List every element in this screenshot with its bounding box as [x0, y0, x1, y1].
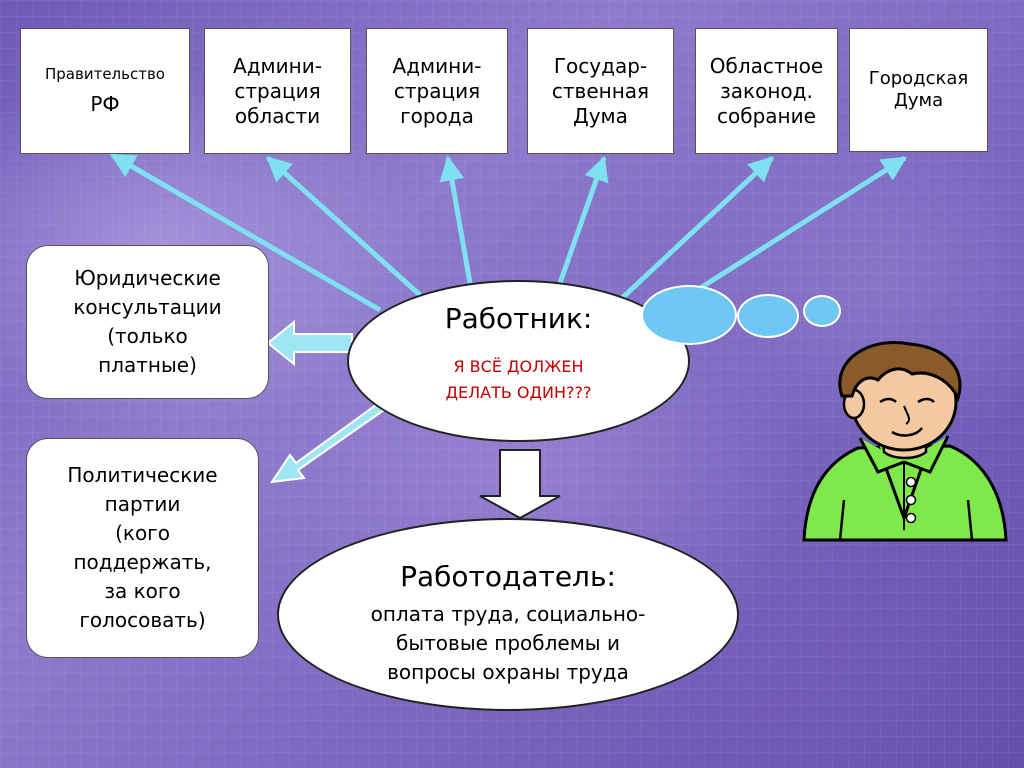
- arrow-to-regional-assembly: [618, 156, 774, 302]
- employer-ellipse: Работодатель: оплата труда, социально- б…: [277, 518, 739, 711]
- worker-ellipse: Работник: Я ВСЁ ДОЛЖЕН ДЕЛАТЬ ОДИН???: [347, 280, 690, 442]
- arrow-to-legal-box: [266, 319, 353, 367]
- box-city-admin-label: Админи- страция города: [392, 53, 482, 128]
- employer-title: Работодатель:: [400, 560, 616, 593]
- arrow-to-region-admin: [266, 156, 422, 297]
- arrow-to-city-admin: [439, 155, 473, 284]
- political-parties-box: Политические партии (кого поддержать, за…: [26, 438, 259, 658]
- arrow-to-parties-box: [269, 400, 386, 484]
- worker-title: Работник:: [444, 302, 593, 335]
- box-regional-assembly: Областное законод. собрание: [695, 28, 838, 154]
- box-government-label-2: РФ: [90, 91, 120, 116]
- box-state-duma-label: Государ- ственная Дума: [551, 53, 650, 128]
- worker-subtitle: Я ВСЁ ДОЛЖЕН ДЕЛАТЬ ОДИН???: [445, 357, 592, 403]
- arrow-worker-to-employer: [479, 449, 561, 520]
- box-regional-assembly-label: Областное законод. собрание: [709, 53, 824, 128]
- box-government: Правительство РФ: [20, 28, 190, 154]
- box-city-duma: Городская Дума: [849, 28, 988, 152]
- thought-bubble-large: [641, 285, 737, 345]
- legal-consultations-box: Юридические консультации (только платные…: [26, 245, 269, 399]
- arrow-to-government: [109, 152, 382, 313]
- thought-bubble-small: [803, 295, 841, 327]
- thought-bubble-medium: [737, 294, 799, 338]
- worker-illustration: [802, 341, 1008, 542]
- box-city-duma-label: Городская Дума: [868, 67, 969, 112]
- box-region-admin-label: Админи- страция области: [233, 53, 322, 128]
- box-state-duma: Государ- ственная Дума: [527, 28, 674, 154]
- arrow-to-state-duma: [557, 155, 609, 284]
- box-city-admin: Админи- страция города: [366, 28, 508, 154]
- employer-subtitle: оплата труда, социально- бытовые проблем…: [370, 602, 646, 684]
- box-region-admin: Админи- страция области: [204, 28, 351, 154]
- box-government-label: Правительство: [45, 65, 165, 84]
